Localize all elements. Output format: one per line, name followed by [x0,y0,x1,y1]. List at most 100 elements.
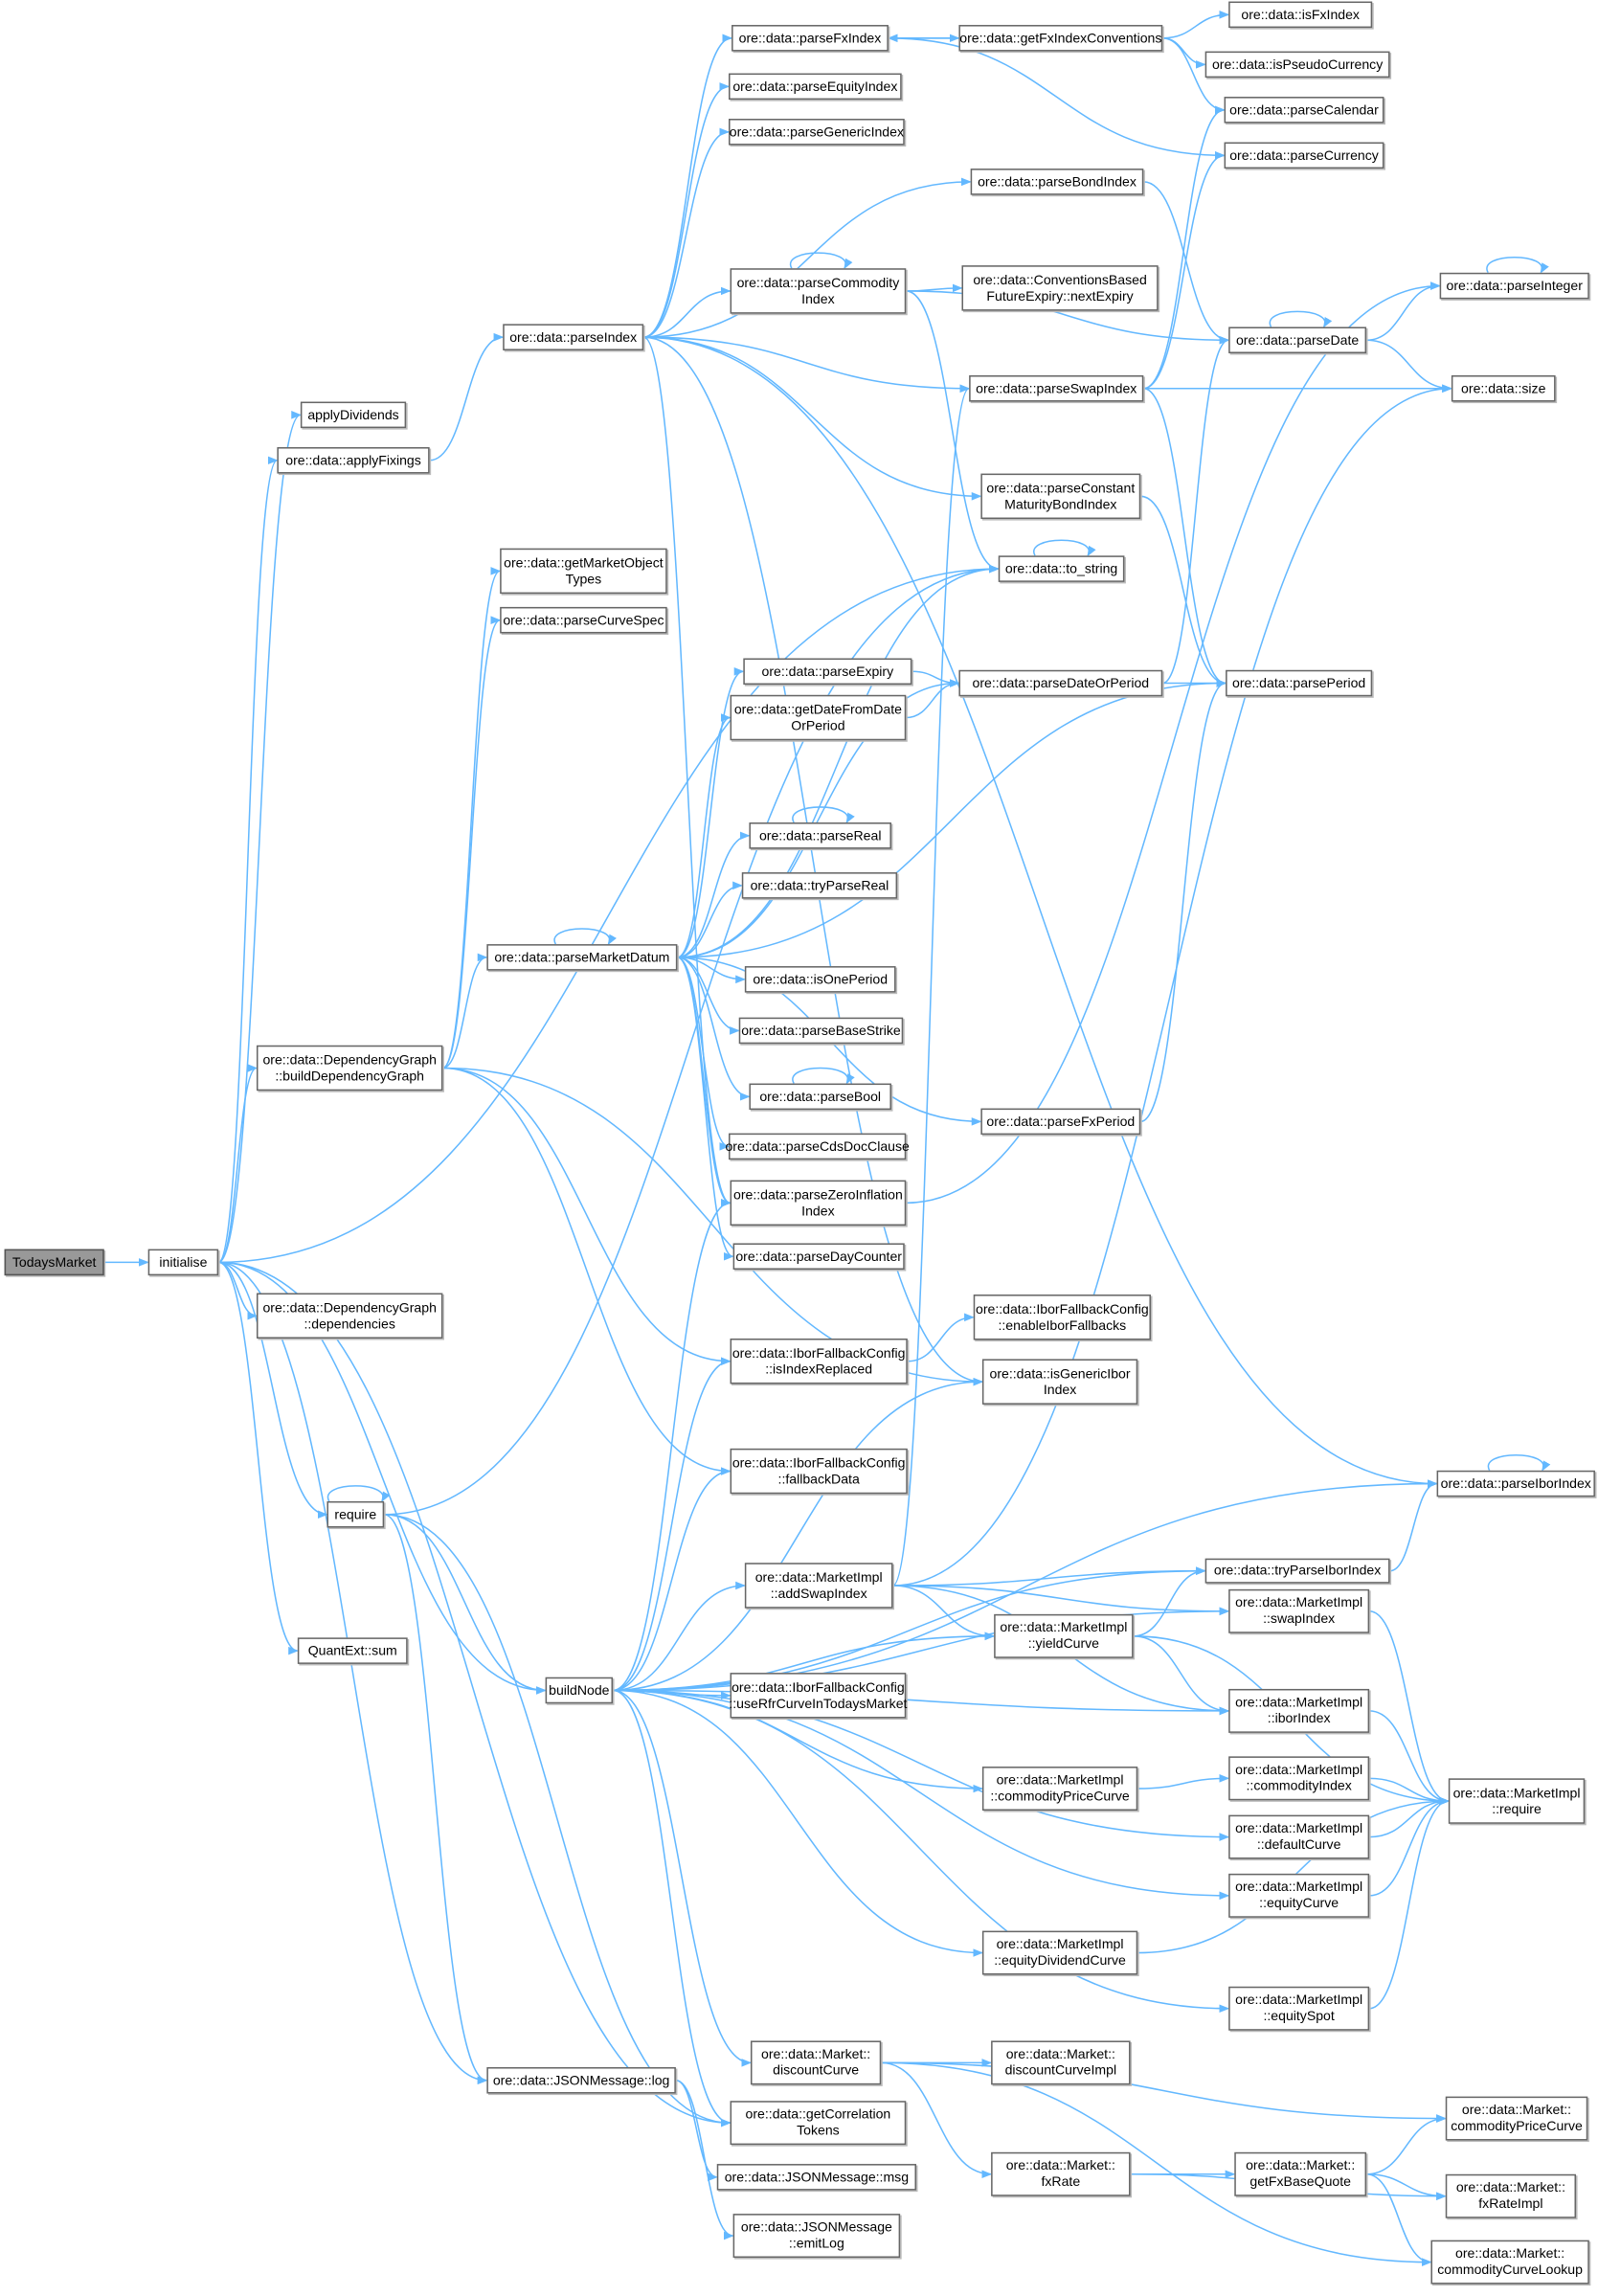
node-is-pseudo[interactable]: ore::data::isPseudoCurrency [1204,51,1390,79]
node-mi-require[interactable]: ore::data::MarketImpl ::require [1448,1778,1586,1824]
call-edge-getDFDOP-to-parseDOP [906,679,960,719]
node-parse-integer[interactable]: ore::data::parseInteger [1439,272,1589,300]
call-edge-parseIbor-to-parseIbor [1487,1453,1551,1472]
node-next-expiry[interactable]: ore::data::ConventionsBased FutureExpiry… [961,265,1159,311]
node-parse-index[interactable]: ore::data::parseIndex [503,324,644,350]
call-edge-buildNode-to-parseIbor [613,1479,1438,1692]
call-edge-buildNode-to-fallback [613,1467,731,1692]
node-fallback[interactable]: ore::data::IborFallbackConfig ::fallback… [730,1448,908,1495]
node-size[interactable]: ore::data::size [1451,374,1556,402]
node-json-log[interactable]: ore::data::JSONMessage::log [486,2066,676,2094]
node-parse-z-i-i[interactable]: ore::data::parseZeroInflation Index [730,1180,907,1227]
node-emit-log[interactable]: ore::data::JSONMessage ::emitLog [732,2214,901,2259]
node-parse-period[interactable]: ore::data::parsePeriod [1226,669,1373,697]
node-parse-real[interactable]: ore::data::parseReal [749,822,891,849]
node-parse-generic[interactable]: ore::data::parseGenericIndex [729,119,905,146]
node-default-curve[interactable]: ore::data::MarketImpl ::defaultCurve [1228,1814,1370,1859]
node-parse-fx-index[interactable]: ore::data::parseFxIndex [731,25,889,52]
node-disc-impl[interactable]: ore::data::Market:: discountCurveImpl [991,2040,1131,2085]
node-comm-idx[interactable]: ore::data::MarketImpl ::commodityIndex [1228,1756,1370,1801]
call-edge-require-to-jsonLog [384,1513,488,2084]
node-sum[interactable]: QuantExt::sum [297,1637,408,1664]
call-edge-getFxBase-to-fxRateImpl [1366,2173,1447,2201]
call-edge-parseDate-to-parseInteger [1366,281,1441,342]
node-parse-m-d[interactable]: ore::data::parseMarketDatum [486,944,678,971]
node-json-msg[interactable]: ore::data::JSONMessage::msg [716,2164,917,2191]
node-parse-expiry[interactable]: ore::data::parseExpiry [743,658,912,686]
node-parse-fx-period[interactable]: ore::data::parseFxPeriod [980,1108,1141,1136]
node-parse-calendar[interactable]: ore::data::parseCalendar [1224,97,1384,124]
call-edge-init-to-toString [218,564,1000,1264]
node-is-fx-index[interactable]: ore::data::isFxIndex [1228,1,1373,29]
node-parse-d-o-p[interactable]: ore::data::parseDateOrPeriod [958,669,1163,697]
call-edge-buildDG-to-isIdxRepl [442,1067,731,1365]
call-edge-parseReal-to-parseReal [792,806,855,823]
call-edge-parseCommodity-to-toString [906,290,1000,574]
node-get-m-o-t[interactable]: ore::data::getMarketObject Types [500,548,667,595]
call-edge-init-to-buildDG [217,1064,259,1264]
node-ibor-idx[interactable]: ore::data::MarketImpl ::iborIndex [1228,1688,1370,1733]
node-parse-cds[interactable]: ore::data::parseCdsDocClause [725,1133,910,1160]
node-parse-bond[interactable]: ore::data::parseBondIndex [970,169,1144,195]
call-edge-getFxConv-to-isPseudo [1162,37,1206,69]
node-get-fx-conv[interactable]: ore::data::getFxIndexConventions [958,25,1163,52]
node-parse-date[interactable]: ore::data::parseDate [1228,326,1367,354]
node-try-parse-real[interactable]: ore::data::tryParseReal [741,872,898,899]
node-parse-c-m-b[interactable]: ore::data::parseConstant MaturityBondInd… [980,473,1141,520]
node-tm: TodaysMarket [4,1249,104,1276]
node-use-rfr[interactable]: ore::data::IborFallbackConfig ::useRfrCu… [729,1673,907,1719]
node-get-fx-base[interactable]: ore::data::Market:: getFxBaseQuote [1234,2151,1367,2196]
node-add-swap[interactable]: ore::data::MarketImpl ::addSwapIndex [744,1563,893,1609]
node-deps[interactable]: ore::data::DependencyGraph ::dependencie… [256,1293,443,1339]
node-is-one-period[interactable]: ore::data::isOnePeriod [744,966,896,993]
node-yield-curve[interactable]: ore::data::MarketImpl ::yieldCurve [994,1613,1134,1658]
node-swap-idx[interactable]: ore::data::MarketImpl ::swapIndex [1228,1588,1370,1633]
node-disc-curve[interactable]: ore::data::Market:: discountCurve [750,2040,882,2085]
call-edge-defaultCurve-to-miRequire [1369,1796,1450,1838]
node-get-d-f-d-o-p[interactable]: ore::data::getDateFromDate OrPeriod [730,694,907,741]
node-parse-curve-spec[interactable]: ore::data::parseCurveSpec [500,606,667,634]
node-require[interactable]: require [326,1500,385,1528]
node-apply-div[interactable]: applyDividends [300,401,407,429]
call-edge-discCurve-to-mCPC [881,2061,1447,2123]
node-build-d-g[interactable]: ore::data::DependencyGraph ::buildDepend… [256,1045,443,1092]
call-edge-addSwap-to-tryParseIbor [892,1566,1206,1587]
call-edge-parseMD-to-parseDC [677,957,734,1261]
node-parse-swap[interactable]: ore::data::parseSwapIndex [969,374,1144,402]
node-equity-curve[interactable]: ore::data::MarketImpl ::equityCurve [1228,1873,1370,1918]
call-edge-parseZII-to-parseInteger [906,281,1441,1204]
call-edge-commIdx-to-miRequire [1369,1777,1450,1806]
node-enable-ibor[interactable]: ore::data::IborFallbackConfig ::enableIb… [973,1294,1151,1340]
node-init[interactable]: initialise [147,1249,219,1276]
node-parse-d-c[interactable]: ore::data::parseDayCounter [732,1243,905,1271]
node-parse-base-strike[interactable]: ore::data::parseBaseStrike [738,1017,904,1045]
call-edge-discCurve-to-fxRate [881,2061,993,2179]
call-edge-parseMD-to-parseReal [677,831,751,958]
node-m-c-p-c[interactable]: ore::data::Market:: commodityPriceCurve [1445,2096,1588,2141]
node-is-idx-repl[interactable]: ore::data::IborFallbackConfig ::isIndexR… [730,1338,908,1384]
call-edge-buildNode-to-discCurve [613,1689,753,2067]
call-edge-parseMD-to-parseMD [553,928,617,946]
node-parse-commodity[interactable]: ore::data::parseCommodity Index [730,268,907,314]
node-apply-fix[interactable]: ore::data::applyFixings [277,447,430,474]
call-edge-require-to-toString [384,564,1000,1516]
node-parse-bool[interactable]: ore::data::parseBool [749,1083,891,1111]
node-eq-spot[interactable]: ore::data::MarketImpl ::equitySpot [1228,1986,1370,2031]
node-try-parse-ibor[interactable]: ore::data::tryParseIborIndex [1204,1558,1390,1584]
call-edge-eqSpot-to-miRequire [1369,1796,1450,2010]
call-edge-require-to-require [326,1485,391,1502]
node-fx-rate-impl[interactable]: ore::data::Market:: fxRateImpl [1445,2173,1577,2218]
node-build-node[interactable]: buildNode [545,1677,614,1704]
node-is-gen-ibor[interactable]: ore::data::isGenericIbor Index [981,1359,1138,1405]
node-mi-c-p-c[interactable]: ore::data::MarketImpl ::commodityPriceCu… [981,1767,1138,1812]
node-to-string[interactable]: ore::data::to_string [998,555,1125,582]
node-parse-currency[interactable]: ore::data::parseCurrency [1224,142,1384,169]
node-parse-ibor[interactable]: ore::data::parseIborIndex [1436,1470,1595,1497]
node-eq-div[interactable]: ore::data::MarketImpl ::equityDividendCu… [981,1930,1138,1975]
call-edge-parseMD-to-getDFDOP [677,713,731,958]
node-parse-equity[interactable]: ore::data::parseEquityIndex [729,73,902,101]
node-corr-tok[interactable]: ore::data::getCorrelation Tokens [730,2101,907,2146]
node-cc-lookup[interactable]: ore::data::Market:: commodityCurveLookup [1430,2240,1589,2285]
node-fx-rate[interactable]: ore::data::Market:: fxRate [991,2151,1131,2196]
